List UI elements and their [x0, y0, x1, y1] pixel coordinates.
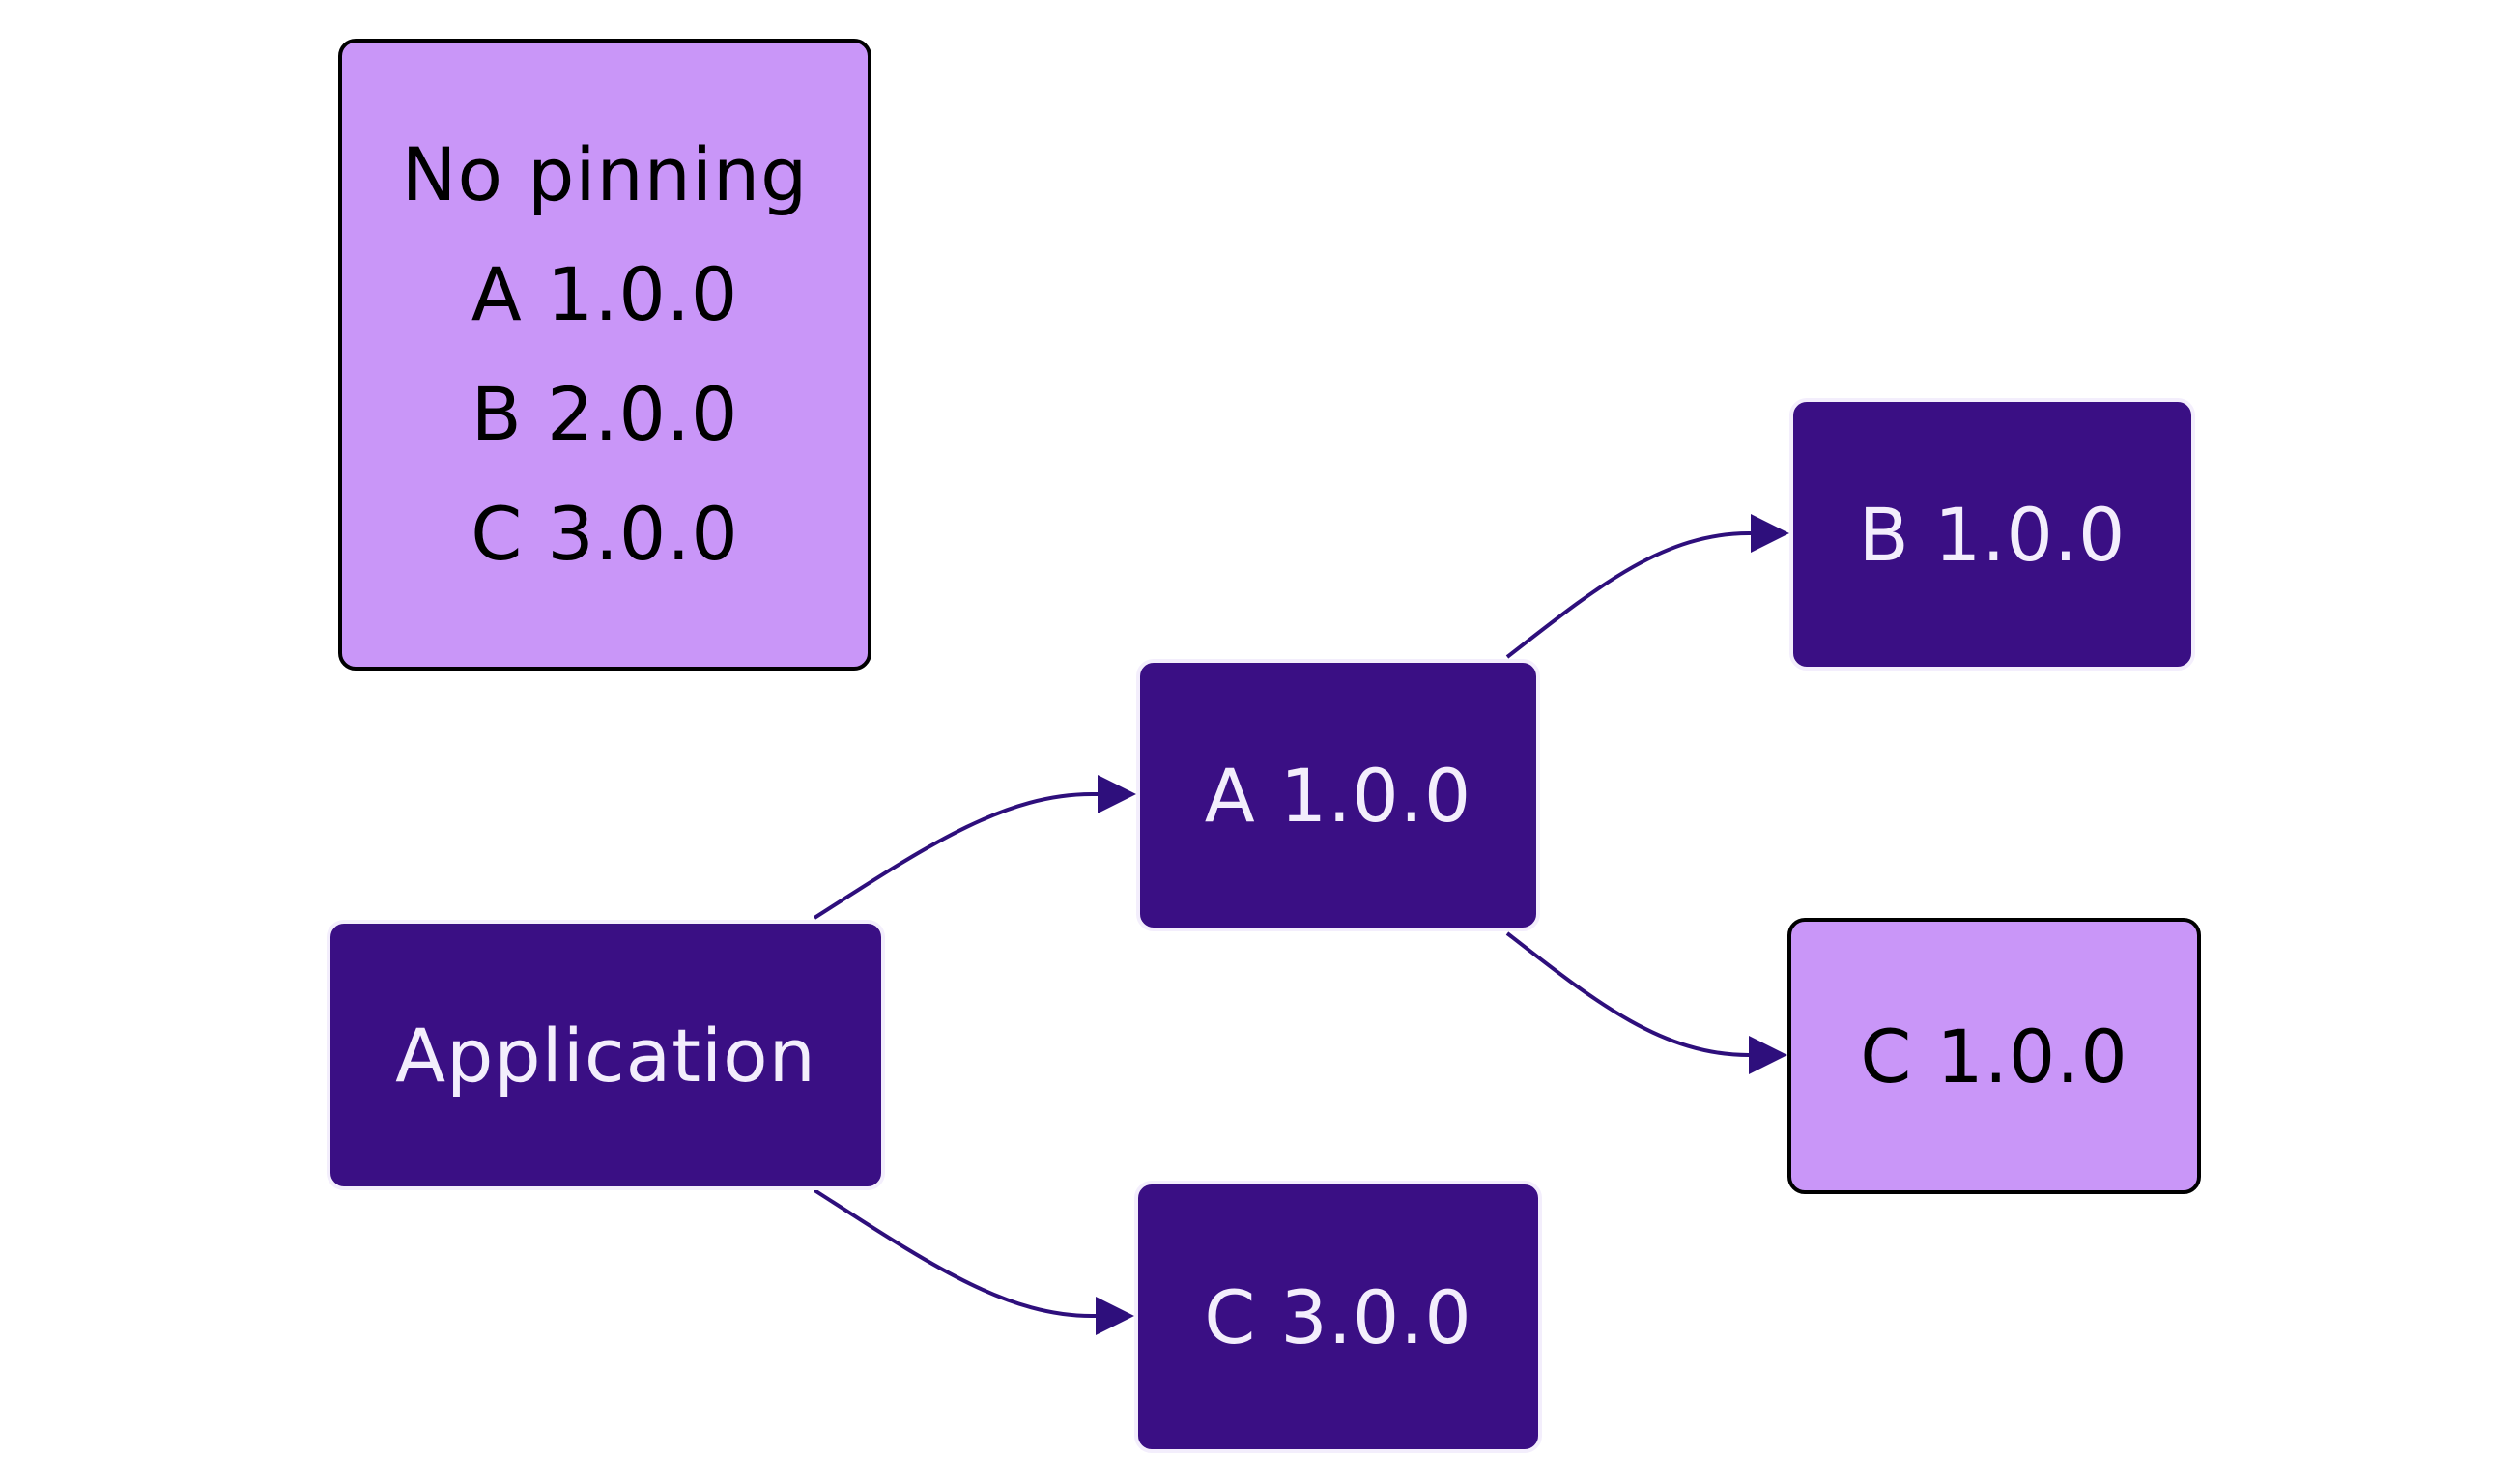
node-application-label: Application	[395, 1012, 816, 1099]
node-a-1-0-0: A 1.0.0	[1136, 659, 1540, 931]
arrowhead-application-to-c300	[1096, 1297, 1134, 1335]
node-a-1-0-0-label: A 1.0.0	[1204, 752, 1472, 839]
legend-title: No pinning	[401, 131, 809, 217]
node-c-3-0-0-label: C 3.0.0	[1204, 1273, 1472, 1360]
node-b-1-0-0: B 1.0.0	[1789, 398, 2195, 671]
arrowhead-a100-to-b100	[1751, 514, 1789, 553]
edge-a100-to-b100	[1505, 531, 1757, 659]
legend-line-c: C 3.0.0	[471, 491, 739, 577]
arrowhead-application-to-a100	[1098, 775, 1136, 813]
edge-a100-to-c100	[1505, 931, 1753, 1057]
legend-line-b: B 2.0.0	[471, 371, 739, 457]
edge-application-to-a100	[813, 792, 1103, 920]
node-c-1-0-0-label: C 1.0.0	[1860, 1013, 2128, 1099]
edge-application-to-c300	[813, 1188, 1101, 1318]
node-b-1-0-0-label: B 1.0.0	[1858, 491, 2127, 578]
arrowhead-a100-to-c100	[1749, 1036, 1787, 1074]
node-c-3-0-0: C 3.0.0	[1134, 1181, 1542, 1453]
legend-line-a: A 1.0.0	[471, 251, 739, 337]
node-application: Application	[327, 920, 885, 1190]
node-c-1-0-0: C 1.0.0	[1787, 918, 2201, 1194]
legend-box: No pinning A 1.0.0 B 2.0.0 C 3.0.0	[338, 39, 871, 671]
